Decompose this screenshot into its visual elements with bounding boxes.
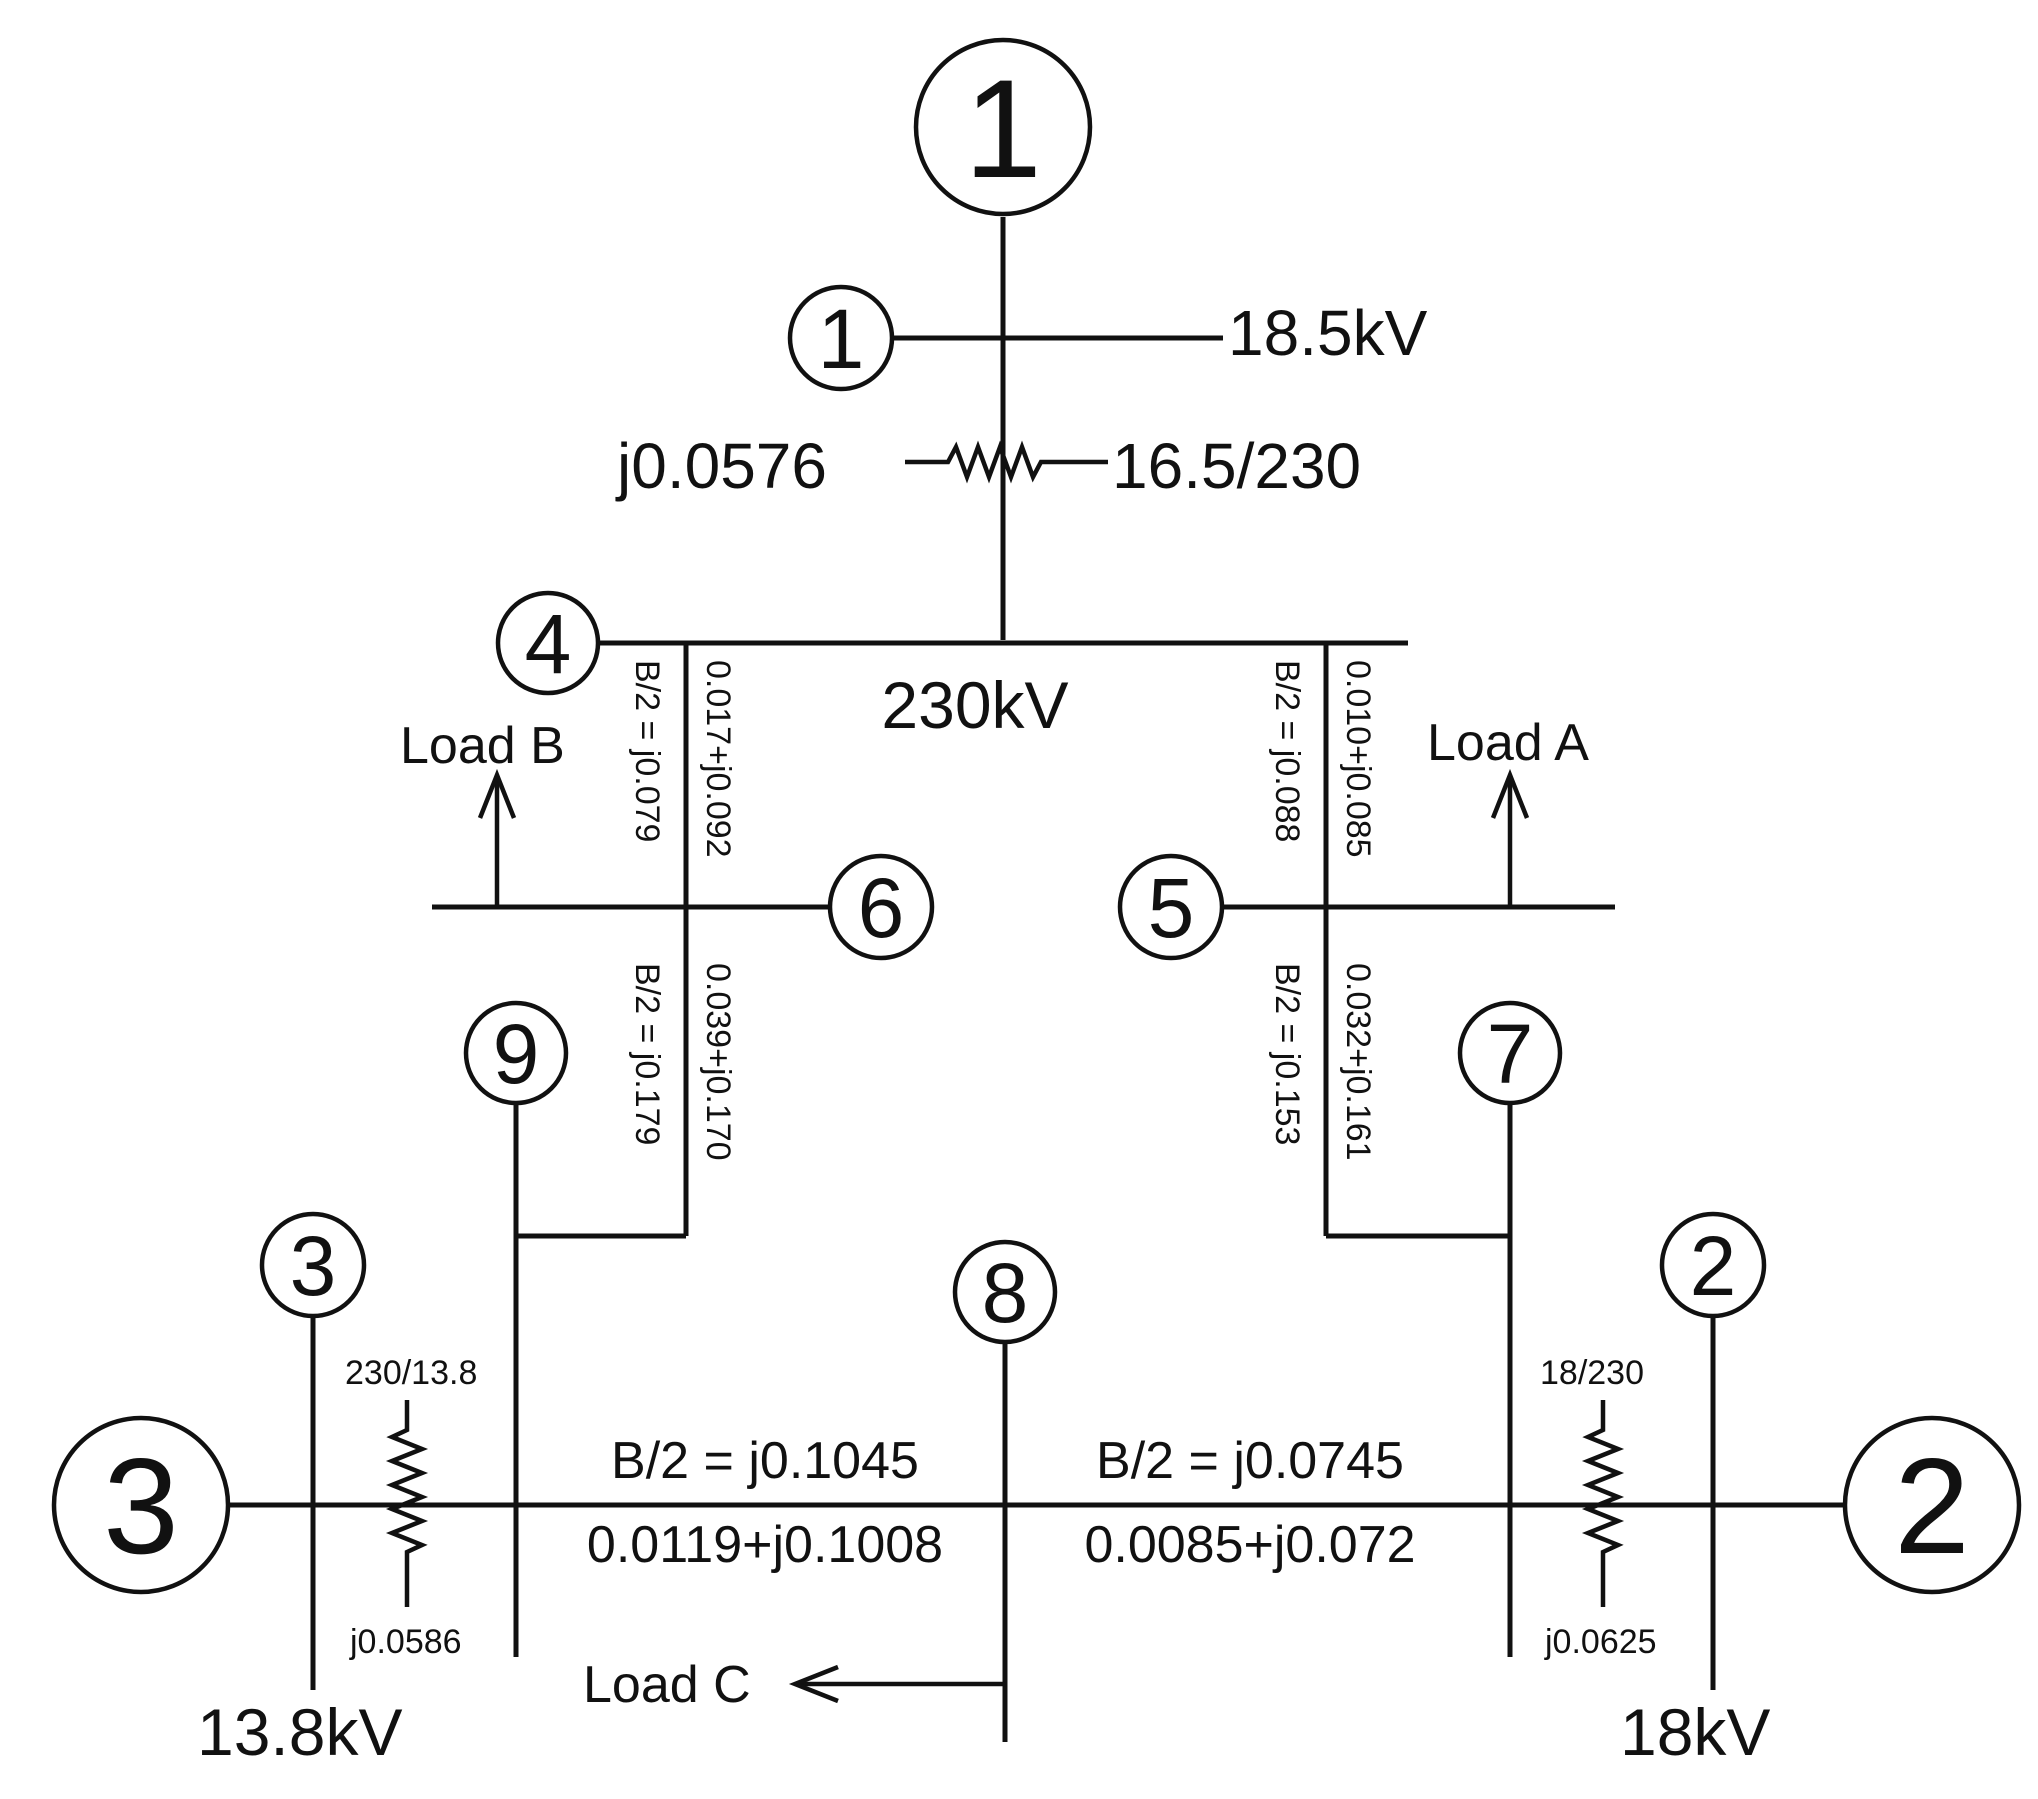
generator-1-label: 1 [964,50,1042,207]
generator-2-label: 2 [1894,1430,1970,1582]
line-8-7-charging-label: B/2 = j0.0745 [1096,1432,1404,1490]
gen1-voltage-label: 18.5kV [1228,297,1428,369]
bus-1-circle [787,284,895,392]
bus-8-circle [952,1239,1058,1345]
line-5-7-impedance-label: 0.032+j0.161 [1339,963,1377,1161]
bus-8-label: 8 [982,1246,1029,1340]
t1-ratio-label: 16.5/230 [1112,430,1361,502]
line-6-9-charging-label: B/2 = j0.179 [628,963,666,1145]
t1-impedance-label: j0.0576 [615,430,827,502]
bus-4-circle [495,590,601,696]
t3-impedance-label: j0.0586 [349,1623,462,1661]
line-9-8-charging-label: B/2 = j0.1045 [611,1432,919,1490]
bus-4-label: 4 [525,597,572,691]
t2-ratio-label: 18/230 [1540,1354,1644,1392]
t2-impedance-label: j0.0625 [1544,1623,1657,1661]
load-b-arrow-head [477,768,517,819]
bus-7-label: 7 [1487,1007,1534,1101]
bus-3-circle [259,1211,367,1319]
line-8-7-impedance-label: 0.0085+j0.072 [1084,1516,1415,1574]
generator-3-circle [51,1415,231,1595]
bus-7-circle [1457,1000,1563,1106]
bus-5-circle [1117,853,1225,961]
line-6-9-impedance-label: 0.039+j0.170 [699,963,737,1161]
bus-6-label: 6 [858,861,905,955]
bus-3-label: 3 [290,1219,337,1313]
t3-ratio-label: 230/13.8 [345,1354,477,1392]
load-c-label: Load C [583,1656,751,1714]
transformer-t1-symbol [905,440,1108,484]
transformer-t2-symbol [1581,1400,1625,1607]
bus-9-label: 9 [493,1007,540,1101]
line-4-5-charging-label: B/2 = j0.088 [1268,660,1306,842]
bus-1-label: 1 [818,292,865,386]
bus-5-label: 5 [1148,861,1195,955]
line-4-5-impedance-label: 0.010+j0.085 [1339,660,1377,858]
gen3-voltage-label: 13.8kV [197,1695,402,1769]
generator-1-circle [913,37,1093,217]
bus-9-circle [463,1000,569,1106]
load-b-label: Load B [400,717,565,775]
hv-voltage-label: 230kV [881,668,1068,742]
line-4-6-impedance-label: 0.017+j0.092 [699,660,737,858]
bus-2-circle [1659,1211,1767,1319]
generator-3-label: 3 [103,1430,179,1582]
line-5-7-charging-label: B/2 = j0.153 [1268,963,1306,1145]
line-4-6-charging-label: B/2 = j0.079 [628,660,666,842]
bus-2-label: 2 [1690,1219,1737,1313]
transformer-t3-symbol [385,1400,429,1607]
load-a-arrow-head [1490,768,1530,819]
line-9-8-impedance-label: 0.0119+j0.1008 [587,1516,943,1574]
generator-2-circle [1842,1415,2022,1595]
bus-6-circle [827,853,935,961]
gen2-voltage-label: 18kV [1620,1695,1770,1769]
load-c-arrow-head [788,1664,839,1704]
load-a-label: Load A [1427,714,1589,772]
